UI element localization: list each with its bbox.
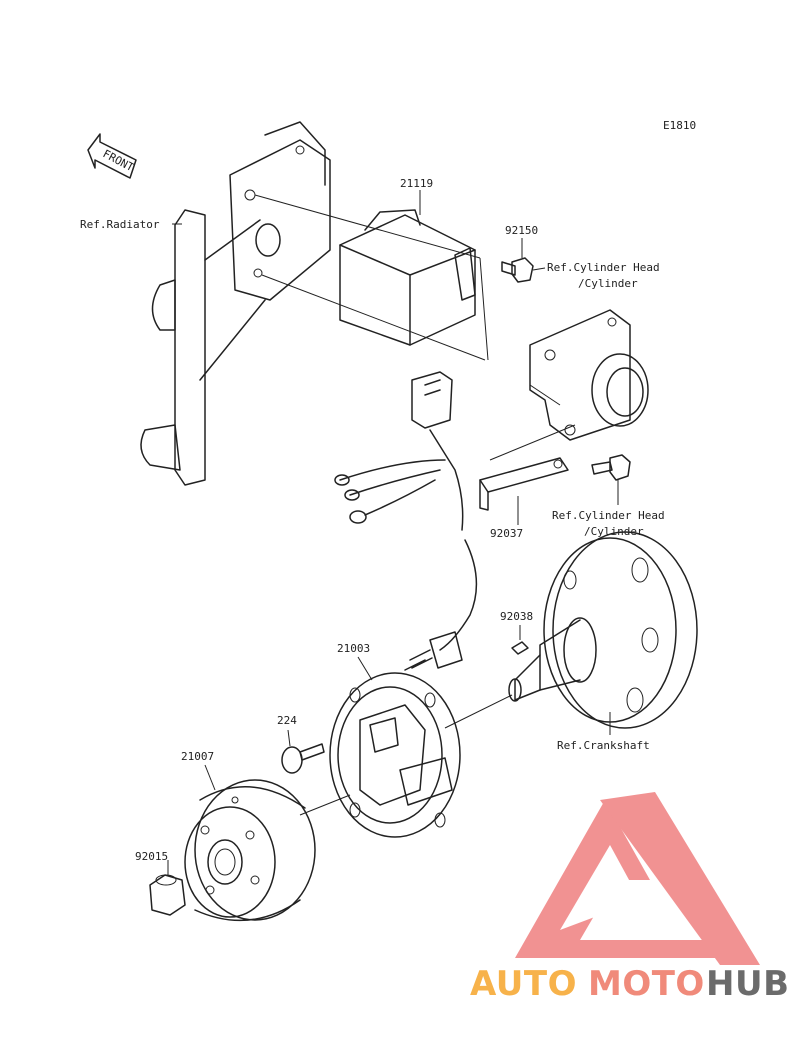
plate-92037 bbox=[479, 457, 569, 511]
radiator-bracket bbox=[140, 121, 331, 486]
cdi-unit-21119 bbox=[339, 209, 476, 346]
screw-224 bbox=[281, 743, 325, 774]
label-21007: 21007 bbox=[181, 750, 214, 763]
label-92150: 92150 bbox=[505, 224, 538, 237]
diagram-code: E1810 bbox=[663, 119, 696, 132]
watermark-text: AUTO MOTO HUB bbox=[470, 964, 789, 1004]
label-21003: 21003 bbox=[337, 642, 370, 655]
label-ref-cylinder-head-1b: /Cylinder bbox=[578, 277, 638, 290]
front-arrow-icon: FRONT bbox=[87, 133, 137, 179]
label-21119: 21119 bbox=[400, 177, 433, 190]
wire-harness bbox=[334, 371, 478, 671]
label-224: 224 bbox=[277, 714, 297, 727]
label-92038: 92038 bbox=[500, 610, 533, 623]
watermark-part-auto: AUTO bbox=[470, 964, 577, 1004]
label-ref-crankshaft: Ref.Crankshaft bbox=[557, 739, 650, 752]
watermark-part-moto: MOTO bbox=[588, 964, 705, 1004]
watermark-logo-icon bbox=[515, 792, 760, 965]
watermark-part-hub: HUB bbox=[706, 964, 789, 1004]
crankshaft bbox=[508, 531, 698, 729]
flywheel-21007 bbox=[184, 779, 316, 922]
label-ref-radiator: Ref.Radiator bbox=[80, 218, 160, 231]
bolt-92150 bbox=[501, 257, 534, 283]
stator-21003 bbox=[329, 672, 461, 838]
label-ref-cylinder-head-2b: /Cylinder bbox=[584, 525, 644, 538]
nut-92015 bbox=[149, 874, 186, 916]
label-ref-cylinder-head-1a: Ref.Cylinder Head bbox=[547, 261, 660, 274]
bolt-cylinder-head bbox=[591, 454, 631, 481]
label-92015: 92015 bbox=[135, 850, 168, 863]
label-ref-cylinder-head-2a: Ref.Cylinder Head bbox=[552, 509, 665, 522]
cylinder-head-plate bbox=[529, 309, 649, 441]
label-92037: 92037 bbox=[490, 527, 523, 540]
key-92038 bbox=[511, 641, 529, 655]
